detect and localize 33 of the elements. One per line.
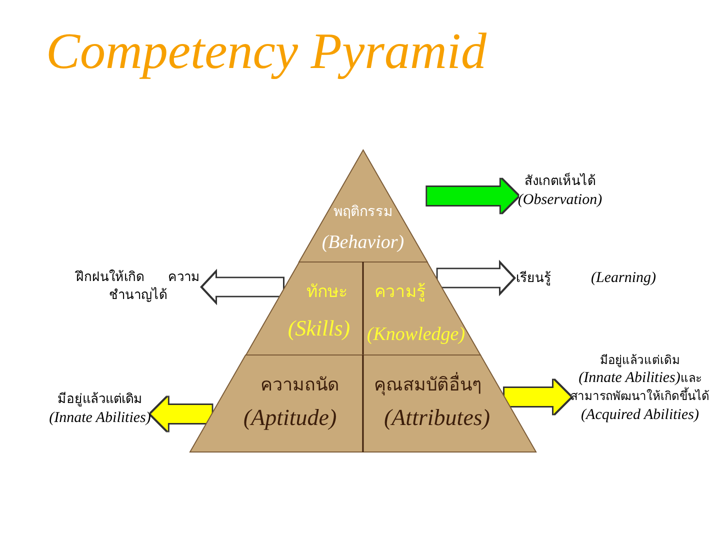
pyramid-segment	[190, 355, 363, 452]
note-text: สังเกตเห็นได้	[524, 172, 596, 190]
note-text: เรียนรู้	[516, 269, 551, 287]
segment-label: ความถนัด	[260, 374, 340, 396]
pyramid-segment	[363, 355, 536, 452]
pyramid-segment	[246, 262, 363, 355]
block-arrow	[200, 268, 284, 306]
segment-label: พฤติกรรม	[333, 204, 392, 222]
translation-text: (Observation)	[518, 190, 602, 210]
segment-translation: (Aptitude)	[243, 404, 337, 432]
segment-label: ความรู้	[374, 282, 426, 302]
translation-text: (Acquired Abilities)	[580, 406, 700, 425]
segment-translation: (Knowledge)	[366, 324, 466, 346]
note-text: มีอยู่แล้วแต่เดิม	[599, 352, 681, 368]
pyramid-segment	[363, 262, 480, 355]
translation-text: (Learning)	[591, 269, 656, 288]
block-arrow	[150, 397, 212, 431]
translation-text: (Innate Abilities)	[578, 370, 680, 386]
title: Competency Pyramid	[46, 24, 486, 80]
block-arrow	[504, 380, 570, 414]
segment-translation: (Skills)	[288, 315, 350, 341]
block-arrow	[436, 260, 516, 296]
segment-label: ทักษะ	[306, 282, 348, 302]
block-arrow	[427, 179, 518, 213]
note-text: และ	[680, 371, 702, 386]
segment-label: คุณสมบัติอื่นๆ	[374, 374, 482, 396]
segment-translation: (Attributes)	[384, 404, 490, 432]
segment-translation: (Behavior)	[322, 232, 404, 254]
translation-text: (Innate Abilities)	[49, 408, 151, 428]
note-text: สามารถพัฒนาให้เกิดขึ้นได้	[570, 388, 710, 405]
note-text: มีอยู่แล้วแต่เดิม	[56, 390, 144, 408]
pyramid-segment	[298, 150, 428, 262]
note-text: ฝึกฝนให้เกิด ความชำนาญได้	[76, 268, 200, 304]
